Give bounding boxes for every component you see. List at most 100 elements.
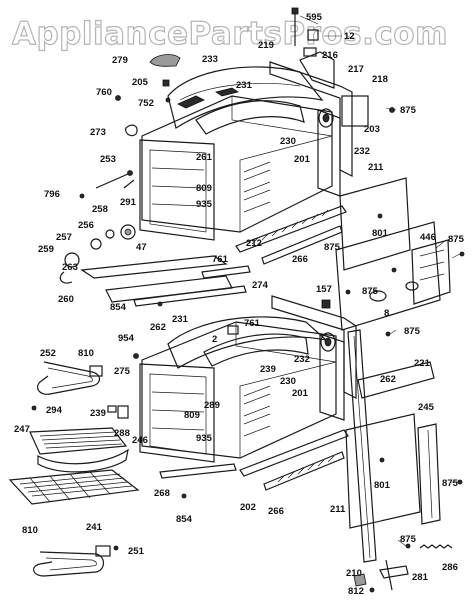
control-knob-parts <box>59 179 136 284</box>
part-label-230a: 230 <box>280 136 296 147</box>
strip-245 <box>417 423 441 525</box>
part-label-274: 274 <box>252 280 269 291</box>
part-label-201a: 201 <box>294 154 311 165</box>
part-label-761a: 761 <box>212 254 229 265</box>
part-label-875b: 875 <box>324 242 341 253</box>
bake-element-810b <box>33 551 105 577</box>
clip-239b <box>107 405 117 413</box>
watermark-text: AppliancePartsPros.com <box>12 16 448 52</box>
part-label-760: 760 <box>96 87 112 98</box>
part-label-211b: 211 <box>330 504 346 515</box>
part-label-801b: 801 <box>374 480 391 491</box>
part-label-875f: 875 <box>442 478 459 489</box>
part-label-262b: 262 <box>380 374 396 385</box>
part-label-854a: 854 <box>110 302 127 313</box>
part-label-289: 289 <box>204 400 220 411</box>
screw-812 <box>369 587 375 593</box>
part-label-935a: 935 <box>196 199 213 210</box>
part-label-232a: 232 <box>354 146 370 157</box>
part-label-2: 2 <box>212 334 217 345</box>
part-label-205: 205 <box>132 77 149 88</box>
part-label-231b: 231 <box>172 314 189 325</box>
cap-279 <box>149 54 181 67</box>
part-label-217: 217 <box>348 64 364 75</box>
part-label-257: 257 <box>56 232 72 243</box>
part-label-232b: 232 <box>294 354 310 365</box>
part-label-263: 263 <box>62 262 78 273</box>
part-label-273: 273 <box>90 127 106 138</box>
sensor-12 <box>307 29 319 41</box>
part-label-211a: 211 <box>368 162 384 173</box>
part-label-261: 261 <box>196 152 213 163</box>
part-label-239b: 239 <box>90 408 106 419</box>
part-label-256: 256 <box>78 220 94 231</box>
part-label-218: 218 <box>372 74 388 85</box>
part-label-157: 157 <box>316 284 332 295</box>
lower-back-parts <box>345 329 463 593</box>
clip-205 <box>162 79 170 87</box>
lower-oven-assembly <box>117 295 357 499</box>
top-small-parts <box>115 7 395 137</box>
part-label-202: 202 <box>240 502 256 513</box>
part-label-268: 268 <box>154 488 170 499</box>
part-label-809a: 809 <box>196 183 212 194</box>
bracket-2 <box>227 325 239 335</box>
part-label-252: 252 <box>40 348 56 359</box>
part-label-954: 954 <box>118 333 135 344</box>
part-label-812: 812 <box>348 586 364 597</box>
part-label-247: 247 <box>14 424 30 435</box>
part-label-796: 796 <box>44 189 60 200</box>
part-label-810b: 810 <box>22 525 38 536</box>
part-label-245: 245 <box>418 402 435 413</box>
part-label-875a: 875 <box>400 105 417 116</box>
part-label-203: 203 <box>364 124 380 135</box>
part-label-752: 752 <box>138 98 154 109</box>
part-label-251: 251 <box>128 546 145 557</box>
foot-210 <box>353 573 367 587</box>
part-label-275: 275 <box>114 366 131 377</box>
part-label-875d: 875 <box>362 286 379 297</box>
channel-262b <box>347 329 377 563</box>
part-label-241: 241 <box>86 522 103 533</box>
part-label-262a: 262 <box>150 322 166 333</box>
trim-268 <box>159 463 237 479</box>
part-label-935b: 935 <box>196 433 213 444</box>
part-label-288: 288 <box>114 428 130 439</box>
screw-954 <box>133 353 139 359</box>
part-label-286: 286 <box>442 562 458 573</box>
part-label-875e: 875 <box>404 326 421 337</box>
oven-rack-241 <box>8 469 140 505</box>
upper-back-panel <box>335 177 465 331</box>
part-label-595: 595 <box>306 12 323 23</box>
knob-258 <box>120 224 136 240</box>
part-label-291: 291 <box>120 197 137 208</box>
screw-760 <box>115 95 121 101</box>
part-label-875g: 875 <box>400 534 417 545</box>
part-label-8: 8 <box>384 308 389 319</box>
part-label-260: 260 <box>58 294 74 305</box>
part-label-266a: 266 <box>292 254 308 265</box>
screw-854b <box>181 493 187 499</box>
part-label-233: 233 <box>202 54 218 65</box>
screw-875a <box>389 107 395 113</box>
panel-211b <box>345 413 421 529</box>
leader-lines <box>299 15 461 547</box>
part-label-253: 253 <box>100 154 116 165</box>
clip-157 <box>321 299 331 309</box>
part-label-239a: 239 <box>260 364 276 375</box>
broil-element-252 <box>37 361 101 395</box>
screw-294 <box>31 405 37 411</box>
screw-796 <box>79 193 85 199</box>
part-label-231a: 231 <box>236 80 253 91</box>
part-label-446: 446 <box>420 232 436 243</box>
part-label-259: 259 <box>38 244 54 255</box>
part-label-854b: 854 <box>176 514 193 525</box>
bushing-256 <box>105 229 115 239</box>
panel-221 <box>357 361 435 399</box>
part-label-212: 212 <box>246 238 262 249</box>
part-label-761b: 761 <box>244 318 261 329</box>
spring-286 <box>419 544 453 549</box>
part-label-216: 216 <box>322 50 338 61</box>
part-label-801a: 801 <box>372 228 389 239</box>
clip-288 <box>117 405 129 419</box>
